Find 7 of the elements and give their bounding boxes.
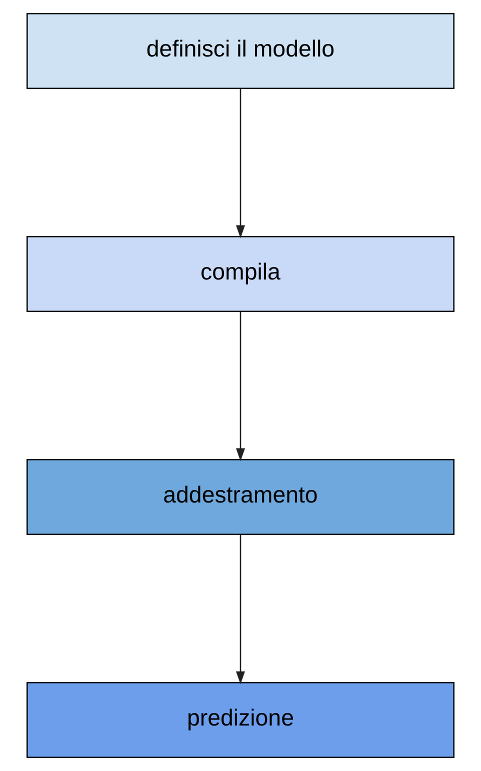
arrow: [236, 312, 246, 462]
node-box: definisci il modello: [26, 12, 454, 89]
node-box: predizione: [26, 682, 454, 758]
node-box: addestramento: [26, 458, 454, 536]
arrow: [236, 88, 246, 238]
arrow: [236, 534, 246, 684]
node-box: compila: [26, 236, 454, 312]
